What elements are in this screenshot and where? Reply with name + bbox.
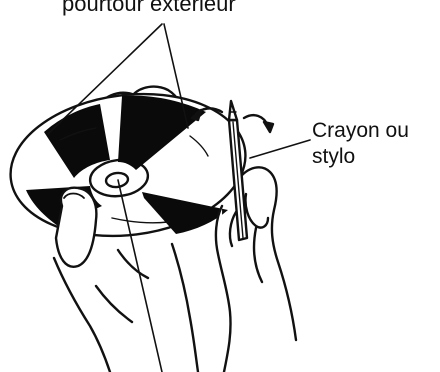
pencil-tip [229, 101, 237, 120]
leader-pencil [250, 140, 310, 158]
left-thumb [56, 188, 96, 267]
arrow-right-head [264, 122, 273, 132]
right-hand [216, 167, 296, 372]
